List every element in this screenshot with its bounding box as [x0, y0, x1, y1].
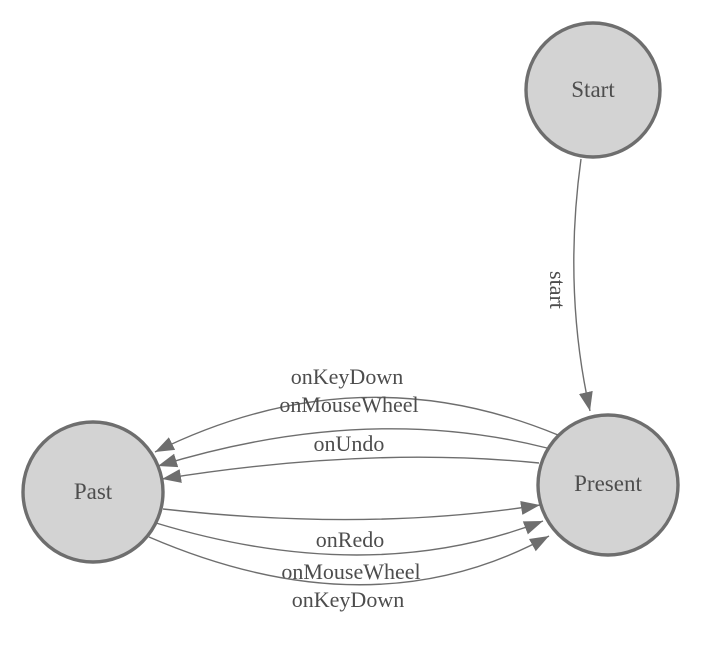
edge-label-onkeydown-top: onKeyDown — [291, 364, 403, 389]
edge-label-start: start — [545, 271, 570, 309]
edge-path-past-to-present-mousewheel[interactable] — [155, 520, 544, 556]
node-start[interactable]: Start — [524, 21, 662, 159]
node-past-circle[interactable] — [21, 420, 165, 564]
node-present[interactable]: Present — [536, 413, 680, 557]
node-past[interactable]: Past — [21, 420, 165, 564]
edge-past-to-present-redo[interactable]: onRedo — [162, 501, 541, 552]
edge-path-present-to-past-keydown[interactable] — [154, 396, 559, 453]
edge-past-to-present-mousewheel[interactable]: onMouseWheel — [155, 520, 544, 584]
edge-label-onmousewheel-top: onMouseWheel — [279, 392, 418, 417]
edge-label-onredo: onRedo — [316, 527, 384, 552]
edge-start-to-present[interactable]: start — [545, 158, 593, 412]
edge-path-past-to-present-keydown[interactable] — [148, 535, 550, 586]
edge-past-to-present-keydown[interactable]: onKeyDown — [148, 535, 550, 612]
edge-path-start-to-present[interactable] — [573, 158, 593, 412]
edge-label-onmousewheel-bottom: onMouseWheel — [281, 559, 420, 584]
edge-path-present-to-past-mousewheel[interactable] — [157, 428, 548, 468]
node-start-label: Start — [571, 77, 615, 102]
edge-present-to-past-mousewheel[interactable]: onMouseWheel — [157, 392, 548, 468]
edge-present-to-past-undo[interactable]: onUndo — [161, 431, 540, 483]
node-present-circle[interactable] — [536, 413, 680, 557]
node-past-label: Past — [74, 479, 113, 504]
edge-label-onkeydown-bottom: onKeyDown — [292, 587, 404, 612]
node-start-circle[interactable] — [524, 21, 662, 159]
edge-present-to-past-keydown[interactable]: onKeyDown — [154, 364, 559, 453]
edge-path-past-to-present-redo[interactable] — [162, 501, 541, 521]
edge-label-onundo: onUndo — [314, 431, 385, 456]
edge-path-present-to-past-undo[interactable] — [161, 456, 540, 483]
node-present-label: Present — [574, 471, 642, 496]
